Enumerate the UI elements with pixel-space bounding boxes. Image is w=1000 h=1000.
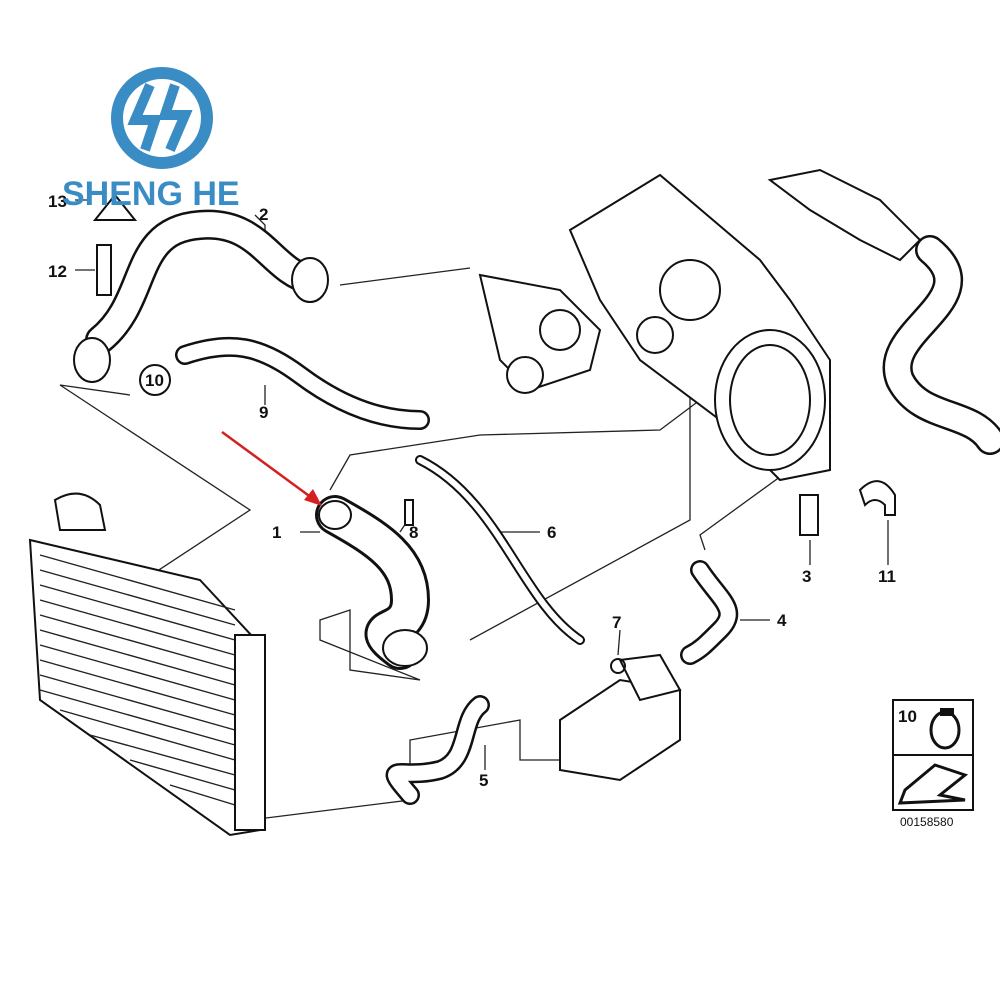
- hose-1-lower: [315, 495, 430, 670]
- hose-top-right: [882, 235, 1000, 455]
- callout-9: 9: [259, 403, 268, 422]
- callout-11: 11: [878, 567, 896, 586]
- callout-13: 13: [48, 192, 67, 211]
- callout-4: 4: [777, 611, 787, 630]
- arrow-icon: [897, 763, 969, 805]
- legend-item-number: 10: [898, 707, 917, 726]
- water-pump-thermostat: [478, 273, 602, 394]
- legend-box: 10 00158580: [892, 699, 974, 829]
- small-parts: [92, 193, 896, 674]
- timing-cover: [568, 173, 831, 482]
- hose-clamp-icon: [929, 708, 961, 750]
- callout-10-circle: [139, 364, 171, 396]
- hose-9-bleed: [175, 336, 430, 430]
- callout-8: 8: [409, 523, 418, 542]
- callout-labels: 1 2 3 4 5 6 7 8 9 10 11 12 13: [48, 192, 896, 790]
- callout-1: 1: [272, 523, 281, 542]
- callout-6: 6: [547, 523, 556, 542]
- hose-2-upper: [73, 209, 329, 383]
- brand-name: SHENG HE: [62, 175, 240, 213]
- callout-2: 2: [259, 205, 268, 224]
- callout-12: 12: [48, 262, 67, 281]
- callout-7: 7: [612, 613, 621, 632]
- callout-5: 5: [479, 771, 488, 790]
- radiator: [28, 492, 267, 837]
- highlight-arrow: [221, 430, 322, 506]
- top-right-parts: [767, 168, 922, 262]
- hose-4: [680, 560, 739, 665]
- drawing-number: 00158580: [900, 815, 954, 829]
- callout-3: 3: [802, 567, 811, 586]
- sheng-he-logo: SHENG HE: [62, 67, 240, 213]
- hose-5: [385, 695, 490, 805]
- callout-10: 10: [145, 371, 164, 390]
- oil-cooler: [559, 653, 682, 782]
- pipe-6: [415, 455, 585, 645]
